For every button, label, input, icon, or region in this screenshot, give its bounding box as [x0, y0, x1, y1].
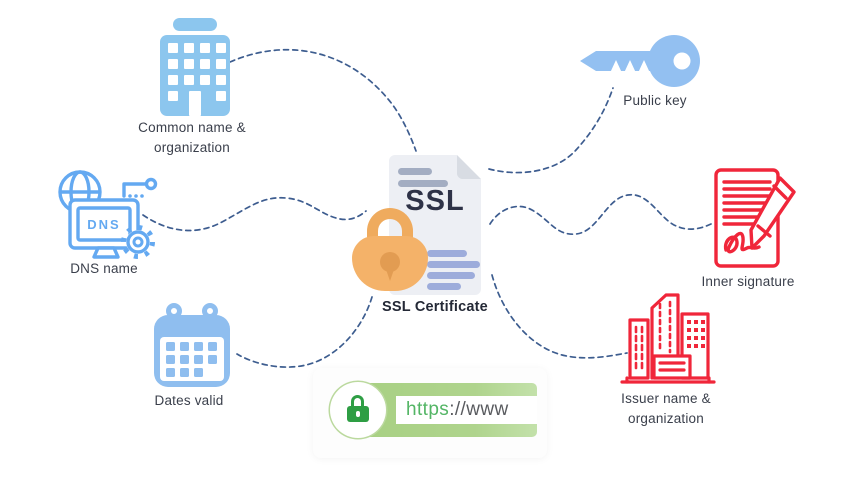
- inner-signature-label: Inner signature: [701, 274, 795, 289]
- padlock-keyhole-wedge: [385, 268, 395, 281]
- dns-name-label: DNS name: [70, 261, 138, 276]
- secure-lock-badge: [332, 384, 384, 436]
- padlock-shackle: [367, 208, 413, 244]
- document-text-line: [398, 168, 432, 175]
- secure-lock-icon: [351, 395, 364, 407]
- key-icon: [576, 33, 704, 91]
- ssl-document-title: SSL: [405, 185, 465, 217]
- issuer-name-label: Issuer name & organization: [621, 391, 711, 427]
- url-field: https://www: [396, 396, 537, 424]
- calendar-icon: [150, 301, 234, 389]
- signature-document-icon: [710, 166, 800, 274]
- connector-issuer: [491, 274, 628, 359]
- public-key-label: Public key: [623, 93, 687, 108]
- connector-public-key: [488, 87, 614, 174]
- document-text-line: [427, 261, 480, 268]
- connector-dates-valid: [236, 296, 373, 368]
- dns-icon: DNS: [50, 166, 162, 266]
- address-bar: https://www: [330, 383, 537, 437]
- connector-dns: [142, 196, 367, 232]
- document-text-line: [398, 180, 448, 187]
- document-text-line: [427, 272, 475, 279]
- dates-valid-label: Dates valid: [154, 393, 224, 408]
- url-protocol: https: [406, 399, 450, 420]
- issuer-buildings-icon: [620, 290, 716, 388]
- padlock-keyhole: [380, 252, 400, 272]
- padlock-icon: [352, 208, 428, 292]
- dns-monitor-text: DNS: [87, 217, 120, 232]
- document-text-line: [427, 250, 467, 257]
- url-suffix: ://www: [449, 399, 509, 420]
- connector-common-name: [229, 49, 417, 152]
- building-icon: [153, 18, 237, 116]
- common-name-label: Common name & organization: [138, 120, 246, 156]
- document-text-line: [427, 283, 461, 290]
- ssl-certificate-caption: SSL Certificate: [382, 299, 488, 315]
- address-bar-panel: https://www: [313, 368, 547, 458]
- connector-inner-signature: [489, 194, 712, 235]
